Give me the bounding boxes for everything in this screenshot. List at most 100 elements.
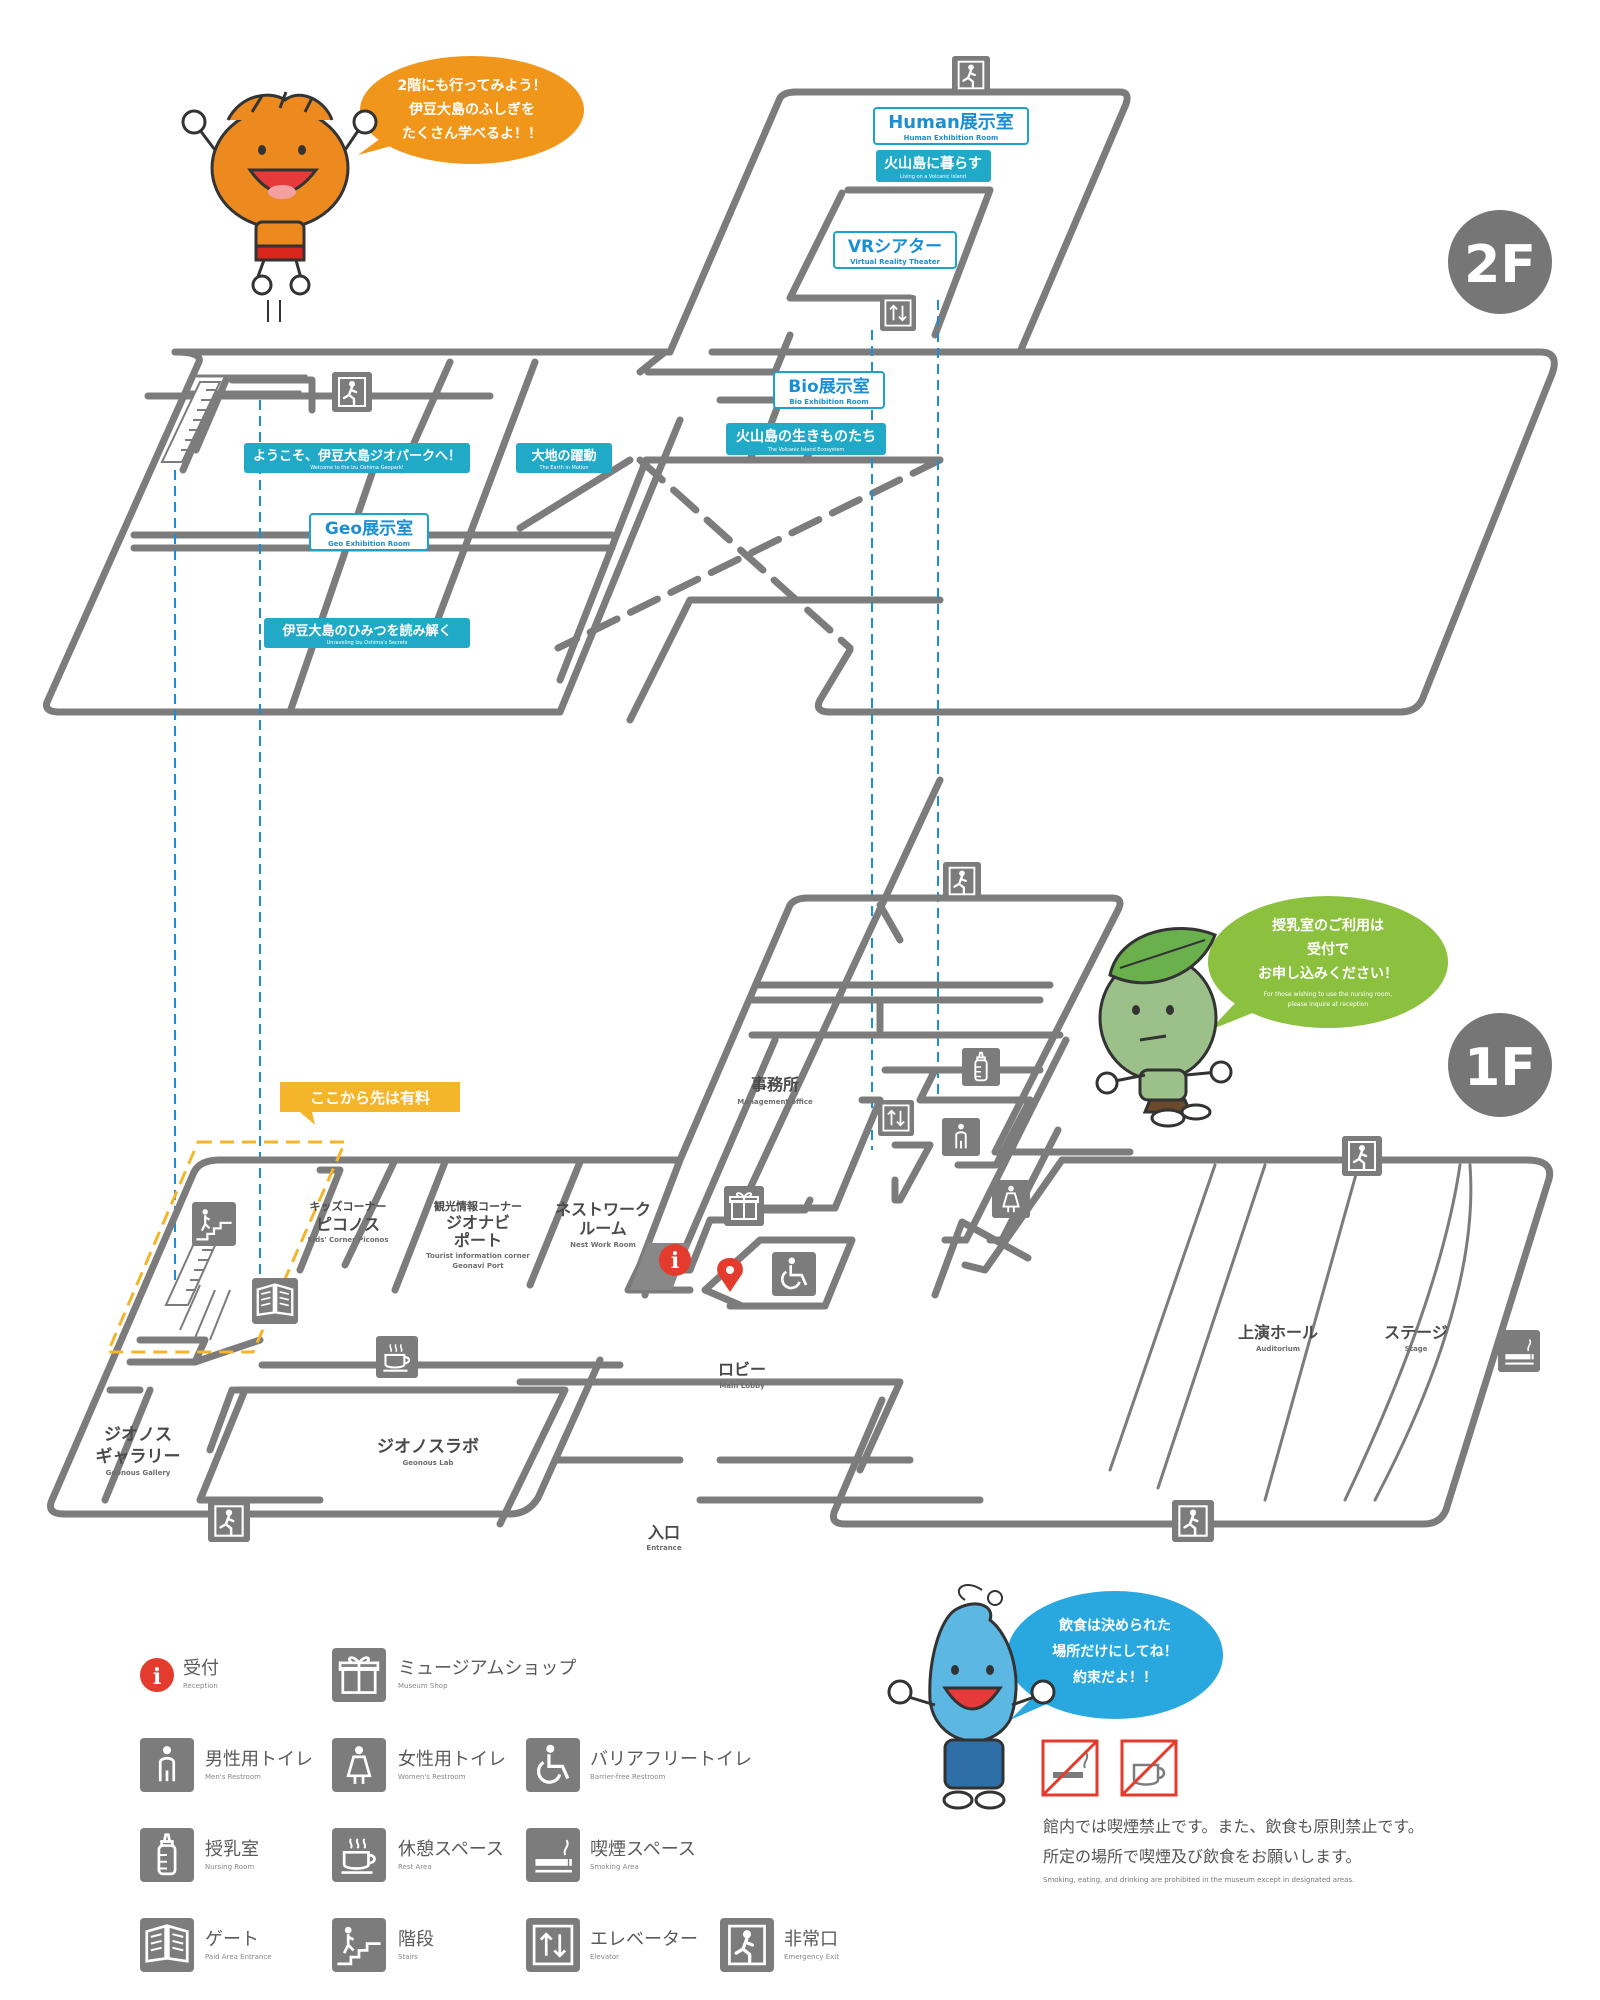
human-room-title: Human展示室 <box>888 111 1014 133</box>
welcome-exhibit-label[interactable]: ようこそ、伊豆大島ジオパークへ！ Welcome to the Izu Oshi… <box>244 443 470 473</box>
gift-icon <box>332 1648 386 1702</box>
legend-item-nursing: 授乳室 Nursing Room <box>140 1828 259 1882</box>
blue-bubble-line2: 場所だけにしてね！ <box>1052 1643 1178 1660</box>
notice-line1: 館内では喫煙禁止です。また、飲食も原則禁止です。 <box>1043 1817 1424 1836</box>
stage-title: ステージ <box>1384 1323 1448 1342</box>
legend-label: 受付 <box>183 1658 219 1679</box>
legend-item-stairs: 階段 Stairs <box>332 1918 434 1972</box>
gallery-label[interactable]: ジオノス ギャラリー Geonous Gallery <box>96 1425 181 1477</box>
legend-sub: Elevator <box>590 1953 619 1961</box>
baby-bottle-icon <box>140 1828 194 1882</box>
lab-sub: Geonous Lab <box>403 1459 454 1467</box>
bio-exhibit-sub: The Volcanic Island Ecosystem <box>767 447 845 453</box>
human-exhibit-label[interactable]: 火山島に暮らす Living on a Volcanic Island <box>876 150 991 182</box>
human-room-label[interactable]: Human展示室 Human Exhibition Room <box>873 107 1029 145</box>
green-speech-bubble: 授乳室のご利用は 受付で お申し込みください！ For those wishin… <box>1208 896 1448 1030</box>
blue-mascot <box>887 1584 1056 1810</box>
cigarette-icon <box>1498 1330 1540 1372</box>
legend-label: 休憩スペース <box>398 1839 504 1860</box>
earth-exhibit-label[interactable]: 大地の躍動 The Earth in Motion <box>516 443 612 473</box>
gate-icon <box>140 1918 194 1972</box>
paid-area-tag: ここから先は有料 <box>280 1082 460 1125</box>
men-restroom-icon <box>140 1738 194 1792</box>
green-bubble-line2: 受付で <box>1307 941 1349 958</box>
kids-corner-sub: Kids' Corner Piconos <box>307 1236 388 1244</box>
stage-label[interactable]: ステージ Stage <box>1384 1323 1448 1353</box>
network-room-label[interactable]: ネストワーク ルーム Nest Work Room <box>555 1200 651 1249</box>
tourist-corner-label[interactable]: 観光情報コーナー ジオナビ ポート Tourist information co… <box>426 1199 530 1270</box>
legend-label: 非常口 <box>784 1929 838 1950</box>
network-room-title1: ネストワーク <box>555 1200 651 1219</box>
tourist-corner-pre: 観光情報コーナー <box>434 1199 522 1213</box>
floor-badge-2f[interactable]: 2F <box>1448 210 1552 314</box>
bio-exhibit-label[interactable]: 火山島の生きものたち The Volcanic Island Ecosystem <box>726 423 886 455</box>
human-room-sub: Human Exhibition Room <box>904 134 999 142</box>
tourist-corner-sub1: Tourist information corner <box>426 1252 530 1260</box>
secrets-exhibit-label[interactable]: 伊豆大島のひみつを読み解く Unraveling Izu Oshima's Se… <box>264 618 470 648</box>
legend-sub: Stairs <box>398 1953 418 1961</box>
legend-label: エレベーター <box>590 1929 698 1950</box>
orange-speech-bubble: 2階にも行ってみよう！ 伊豆大島のふしぎを たくさん学べるよ！！ <box>358 56 584 164</box>
legend-sub: Nursing Room <box>205 1863 254 1871</box>
legend-item-exit: 非常口 Emergency Exit <box>720 1918 839 1972</box>
gallery-title2: ギャラリー <box>96 1447 181 1467</box>
reception-marker[interactable]: i <box>630 1243 691 1290</box>
floor-1-walls <box>47 776 1554 1528</box>
women-restroom-icon <box>992 1180 1030 1218</box>
kids-corner-title: ピコノス <box>316 1215 380 1234</box>
floor-badge-1f[interactable]: 1F <box>1448 1013 1552 1117</box>
floor-1-label: 1F <box>1464 1038 1536 1098</box>
legend-item-elevator: エレベーター Elevator <box>526 1918 698 1972</box>
kids-corner-label[interactable]: キッズコーナー ピコノス Kids' Corner Piconos <box>307 1199 388 1244</box>
management-sub: Management office <box>737 1098 813 1106</box>
coffee-cup-icon <box>332 1828 386 1882</box>
tourist-corner-title2: ポート <box>454 1231 502 1250</box>
vr-theater-label[interactable]: VRシアター Virtual Reality Theater <box>833 231 957 269</box>
legend-label: ミュージアムショップ <box>398 1658 576 1679</box>
lab-label[interactable]: ジオノスラボ Geonous Lab <box>377 1437 479 1467</box>
emergency-exit-icon <box>952 56 990 94</box>
lobby-label[interactable]: ロビー Main Lobby <box>718 1360 766 1390</box>
current-location-pin <box>717 1258 743 1292</box>
auditorium-label[interactable]: 上演ホール Auditorium <box>1238 1323 1318 1353</box>
legend-item-shop: ミュージアムショップ Museum Shop <box>332 1648 576 1702</box>
auditorium-sub: Auditorium <box>1256 1345 1300 1353</box>
elevator-icon <box>880 295 916 331</box>
network-room-sub: Nest Work Room <box>570 1241 636 1249</box>
notice-text: 館内では喫煙禁止です。また、飲食も原則禁止です。 所定の場所で喫煙及び飲食をお願… <box>1043 1817 1424 1884</box>
legend-label: ゲート <box>205 1929 259 1950</box>
entrance-label[interactable]: 入口 Entrance <box>646 1523 681 1552</box>
legend-item-gate: ゲート Paid Area Entrance <box>140 1918 272 1972</box>
green-bubble-en2: please inquire at reception <box>1288 1001 1369 1008</box>
women-restroom-icon <box>332 1738 386 1792</box>
emergency-exit-icon <box>943 862 981 900</box>
tourist-corner-sub2: Geonavi Port <box>452 1262 504 1270</box>
auditorium-title: 上演ホール <box>1238 1323 1318 1342</box>
vr-theater-sub: Virtual Reality Theater <box>850 258 940 266</box>
bio-room-label[interactable]: Bio展示室 Bio Exhibition Room <box>773 371 885 409</box>
network-room-title2: ルーム <box>579 1219 627 1238</box>
svg-text:i: i <box>671 1248 679 1274</box>
floor-2-label: 2F <box>1464 235 1536 295</box>
paid-area-border <box>105 1140 348 1354</box>
management-office-label[interactable]: 事務所 Management office <box>737 1075 813 1106</box>
legend-sub: Barrier-free Restroom <box>590 1773 665 1781</box>
notice-line2: 所定の場所で喫煙及び飲食をお願いします。 <box>1043 1847 1361 1866</box>
green-bubble-en1: For those wishing to use the nursing roo… <box>1264 991 1393 998</box>
bio-exhibit-title: 火山島の生きものたち <box>736 428 876 445</box>
legend-sub: Rest Area <box>398 1863 432 1871</box>
stage-sub: Stage <box>1405 1345 1428 1353</box>
legend-label: 階段 <box>398 1929 434 1950</box>
legend-sub: Reception <box>183 1682 218 1690</box>
orange-mascot <box>181 91 378 322</box>
elevator-icon <box>878 1100 914 1136</box>
human-exhibit-title: 火山島に暮らす <box>884 155 982 172</box>
legend-item-barrierfree: バリアフリートイレ Barrier-free Restroom <box>526 1738 752 1792</box>
geo-room-label[interactable]: Geo展示室 Geo Exhibition Room <box>309 513 429 551</box>
legend: i 受付 Reception ミュージアムショップ Museum Shop 男性… <box>140 1648 839 1972</box>
gallery-title1: ジオノス <box>104 1425 172 1445</box>
kids-corner-pre: キッズコーナー <box>310 1199 387 1213</box>
legend-item-women: 女性用トイレ Women's Restroom <box>332 1738 506 1792</box>
gallery-sub: Geonous Gallery <box>106 1469 171 1477</box>
